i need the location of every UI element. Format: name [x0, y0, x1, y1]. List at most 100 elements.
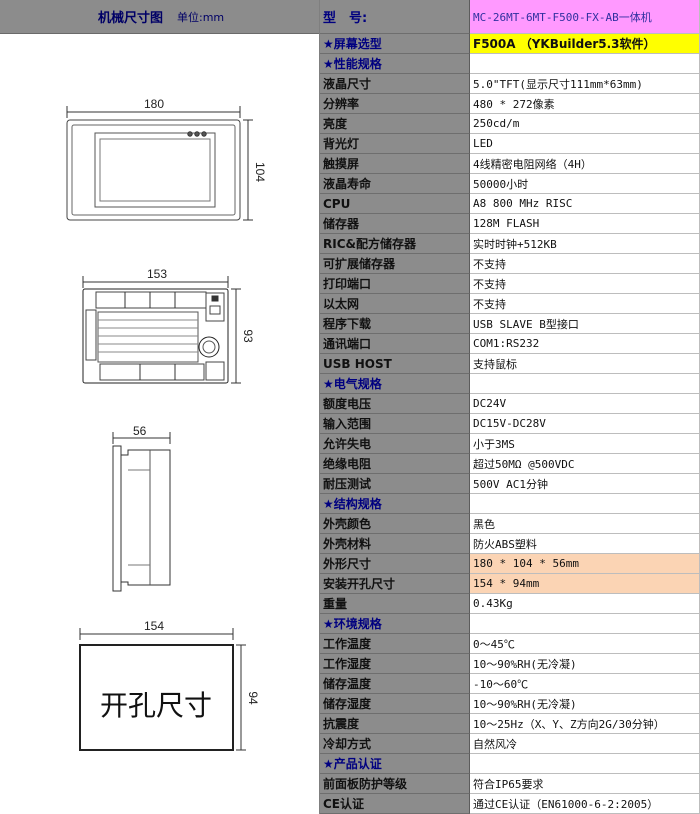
- spec-label: 储存温度: [320, 674, 470, 694]
- back-width-label: 153: [147, 267, 167, 281]
- spec-label: 打印端口: [320, 274, 470, 294]
- spec-section-row: ★电气规格: [320, 374, 700, 394]
- spec-value: 符合IP65要求: [470, 774, 700, 794]
- spec-value: 250cd/m: [470, 114, 700, 134]
- spec-value: 防火ABS塑料: [470, 534, 700, 554]
- spec-label: 耐压测试: [320, 474, 470, 494]
- spec-value: DC15V-DC28V: [470, 414, 700, 434]
- spec-value: DC24V: [470, 394, 700, 414]
- spec-value: 50000小时: [470, 174, 700, 194]
- spec-label: CE认证: [320, 794, 470, 814]
- spec-value: 超过50MΩ @500VDC: [470, 454, 700, 474]
- spec-row: 允许失电小于3MS: [320, 434, 700, 454]
- drawing-header: 机械尺寸图 单位:mm: [0, 0, 319, 34]
- spec-value: [470, 494, 700, 514]
- spec-value: 0～45℃: [470, 634, 700, 654]
- spec-value: 黑色: [470, 514, 700, 534]
- spec-label: 工作湿度: [320, 654, 470, 674]
- spec-row: 储存温度-10～60℃: [320, 674, 700, 694]
- spec-value: [470, 614, 700, 634]
- spec-label: USB HOST: [320, 354, 470, 374]
- spec-label: 绝缘电阻: [320, 454, 470, 474]
- back-view: [82, 276, 241, 384]
- spec-value: F500A （YKBuilder5.3软件）: [470, 34, 700, 54]
- drawing-unit: 单位:mm: [177, 10, 225, 24]
- spec-value: 128M FLASH: [470, 214, 700, 234]
- section-heading: ★产品认证: [320, 754, 470, 774]
- spec-label: 储存湿度: [320, 694, 470, 714]
- spec-label: 通讯端口: [320, 334, 470, 354]
- spec-section-row: ★环境规格: [320, 614, 700, 634]
- spec-value: 自然风冷: [470, 734, 700, 754]
- spec-value: 支持鼠标: [470, 354, 700, 374]
- section-heading: ★电气规格: [320, 374, 470, 394]
- spec-value: 0.43Kg: [470, 594, 700, 614]
- spec-value: [470, 54, 700, 74]
- spec-label: 工作温度: [320, 634, 470, 654]
- spec-row: 外壳颜色黑色: [320, 514, 700, 534]
- spec-value: -10～60℃: [470, 674, 700, 694]
- model-label: 型 号:: [320, 0, 470, 34]
- spec-label: RIC&配方储存器: [320, 234, 470, 254]
- spec-value: 480 * 272像素: [470, 94, 700, 114]
- front-view: [66, 106, 253, 221]
- spec-value: 不支持: [470, 254, 700, 274]
- spec-row: 以太网不支持: [320, 294, 700, 314]
- spec-section-row: ★产品认证: [320, 754, 700, 774]
- spec-value: 10～90%RH(无冷凝): [470, 694, 700, 714]
- spec-label: 额度电压: [320, 394, 470, 414]
- spec-value: USB SLAVE B型接口: [470, 314, 700, 334]
- cutout-width-label: 154: [144, 619, 164, 633]
- spec-label: 液晶寿命: [320, 174, 470, 194]
- front-width-label: 180: [144, 97, 164, 111]
- spec-row: CE认证通过CE认证（EN61000-6-2:2005）: [320, 794, 700, 814]
- spec-label: 亮度: [320, 114, 470, 134]
- spec-label: 输入范围: [320, 414, 470, 434]
- spec-label: 外壳材料: [320, 534, 470, 554]
- spec-label: 液晶尺寸: [320, 74, 470, 94]
- spec-section-row: ★性能规格: [320, 54, 700, 74]
- spec-value: 4线精密电阻网络（4H）: [470, 154, 700, 174]
- spec-row: 冷却方式自然风冷: [320, 734, 700, 754]
- section-heading: ★屏幕选型: [320, 34, 470, 54]
- spec-value: [470, 754, 700, 774]
- spec-label: 背光灯: [320, 134, 470, 154]
- spec-value: 10～90%RH(无冷凝): [470, 654, 700, 674]
- spec-label: 可扩展储存器: [320, 254, 470, 274]
- spec-value: [470, 374, 700, 394]
- spec-value: 5.0"TFT(显示尺寸111mm*63mm): [470, 74, 700, 94]
- spec-value: 10～25Hz（X、Y、Z方向2G/30分钟）: [470, 714, 700, 734]
- spec-value: COM1:RS232: [470, 334, 700, 354]
- spec-label: 程序下载: [320, 314, 470, 334]
- spec-value: 154 * 94mm: [470, 574, 700, 594]
- spec-label: 触摸屏: [320, 154, 470, 174]
- spec-label: 抗震度: [320, 714, 470, 734]
- front-height-label: 104: [253, 162, 267, 182]
- spec-label: 以太网: [320, 294, 470, 314]
- spec-row: 外壳材料防火ABS塑料: [320, 534, 700, 554]
- cutout-view: [79, 628, 246, 751]
- dimension-drawings: 180 104: [66, 97, 267, 751]
- back-height-label: 93: [241, 329, 255, 343]
- spec-value: 实时时钟+512KB: [470, 234, 700, 254]
- spec-label: 外形尺寸: [320, 554, 470, 574]
- spec-label: 前面板防护等级: [320, 774, 470, 794]
- spec-row: RIC&配方储存器实时时钟+512KB: [320, 234, 700, 254]
